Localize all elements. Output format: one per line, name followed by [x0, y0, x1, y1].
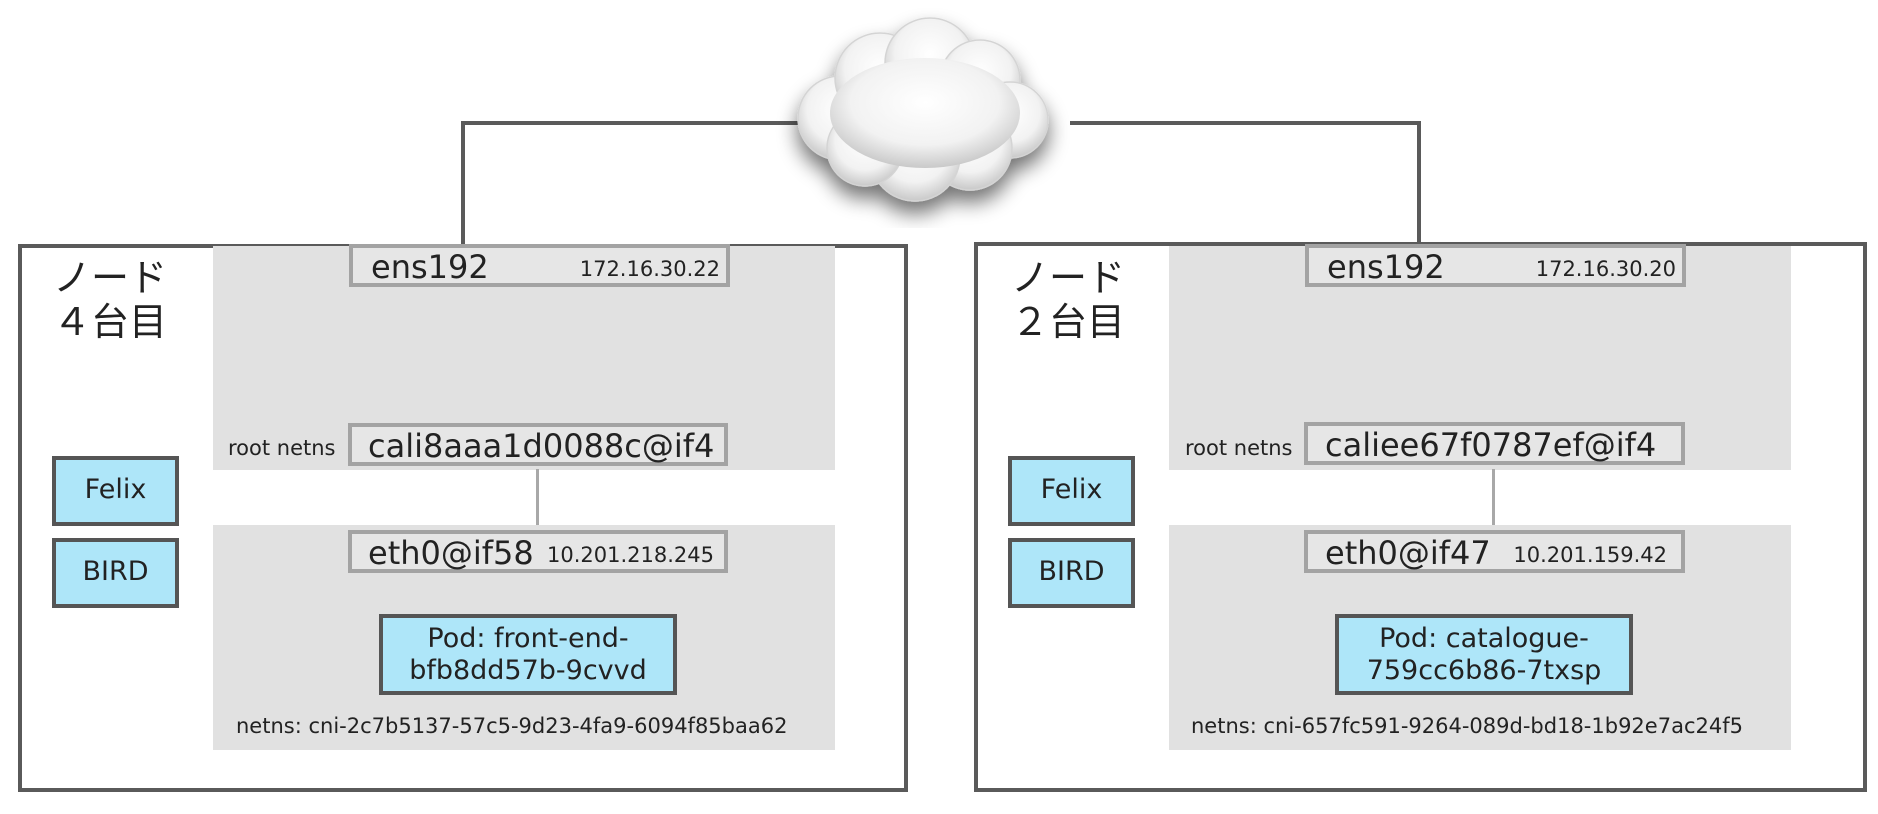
veth-interface-cali: caliee67f0787ef@if4 — [1304, 422, 1685, 465]
interface-name: ens192 — [371, 248, 489, 286]
bird-process: BIRD — [52, 538, 179, 608]
node-title-line2: ４台目 — [52, 300, 167, 344]
felix-process: Felix — [1008, 456, 1135, 526]
pod-box: Pod: catalogue- 759cc6b86-7txsp — [1335, 614, 1633, 695]
interface-ip: 10.201.218.245 — [547, 543, 714, 567]
veth-link — [536, 469, 539, 525]
node-title-line2: ２台目 — [1010, 300, 1125, 344]
node-2-title: ノード ２台目 — [998, 256, 1138, 344]
interface-name: eth0@if47 — [1325, 534, 1491, 572]
root-netns-label: root netns — [1185, 436, 1293, 460]
interface-ip: 10.201.159.42 — [1513, 543, 1667, 567]
pod-name-line1: Pod: front-end- — [427, 622, 629, 654]
pod-name-line2: 759cc6b86-7txsp — [1366, 654, 1602, 686]
pod-interface-eth0: eth0@if58 10.201.218.245 — [348, 530, 728, 573]
interface-name: cali8aaa1d0088c@if4 — [368, 427, 715, 465]
interface-name: ens192 — [1327, 248, 1445, 286]
interface-ip: 172.16.30.22 — [579, 257, 720, 281]
interface-name: eth0@if58 — [368, 534, 534, 572]
node-title-line1: ノード — [1010, 256, 1125, 300]
link-node2-to-cloud — [1070, 121, 1421, 246]
pod-name-line1: Pod: catalogue- — [1379, 622, 1589, 654]
cloud-icon — [797, 17, 1049, 202]
host-interface-ens192: ens192 172.16.30.20 — [1305, 244, 1686, 287]
interface-name: caliee67f0787ef@if4 — [1325, 426, 1657, 464]
node-title-line1: ノード — [52, 256, 167, 300]
pod-interface-eth0: eth0@if47 10.201.159.42 — [1304, 530, 1685, 573]
veth-link — [1492, 469, 1495, 525]
veth-interface-cali: cali8aaa1d0088c@if4 — [348, 423, 728, 466]
host-interface-ens192: ens192 172.16.30.22 — [349, 244, 730, 287]
pod-box: Pod: front-end- bfb8dd57b-9cvvd — [379, 614, 677, 695]
node-4-title: ノード ４台目 — [40, 256, 180, 344]
pod-netns-label: netns: cni-2c7b5137-57c5-9d23-4fa9-6094f… — [236, 714, 788, 738]
bird-process: BIRD — [1008, 538, 1135, 608]
pod-netns-label: netns: cni-657fc591-9264-089d-bd18-1b92e… — [1191, 714, 1743, 738]
link-node4-to-cloud — [461, 121, 800, 246]
root-netns-label: root netns — [228, 436, 336, 460]
felix-process: Felix — [52, 456, 179, 526]
interface-ip: 172.16.30.20 — [1535, 257, 1676, 281]
pod-name-line2: bfb8dd57b-9cvvd — [409, 654, 647, 686]
